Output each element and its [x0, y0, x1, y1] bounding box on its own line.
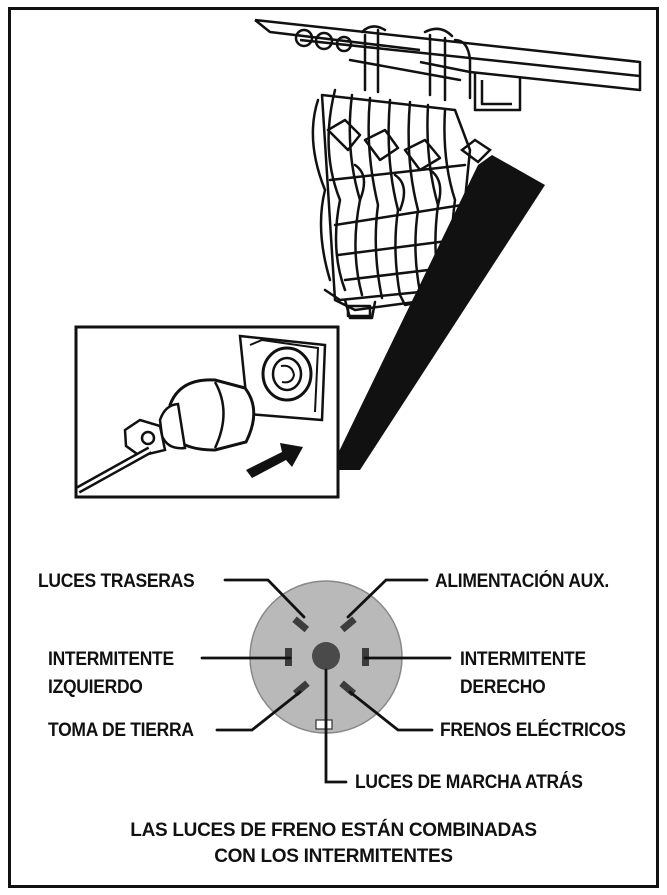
label-intermitente-derecho-line1: INTERMITENTE: [460, 649, 586, 670]
pin-luces-traseras: [292, 616, 310, 633]
detail-inset: [74, 325, 340, 499]
leader-lines: [200, 578, 452, 784]
vehicle-hitch-drawing: [254, 18, 642, 112]
pin-toma-tierra: [292, 680, 310, 697]
seven-pin-round-connector: [249, 580, 403, 734]
label-intermitente-izquierdo-line2: IZQUIERDO: [48, 677, 143, 698]
label-intermitente-izquierdo-line1: INTERMITENTE: [48, 649, 174, 670]
label-intermitente-derecho-line2: DERECHO: [460, 677, 546, 698]
label-frenos-electricos: FRENOS ELÉCTRICOS: [440, 720, 626, 741]
cable-leader: [330, 138, 545, 470]
plug-direction-arrow: [246, 443, 303, 478]
pin-alimentacion-aux: [339, 616, 357, 633]
label-alimentacion-aux: ALIMENTACIÓN AUX.: [435, 571, 609, 592]
label-luces-traseras: LUCES TRASERAS: [38, 571, 195, 592]
caption-line-1: LAS LUCES DE FRENO ESTÁN COMBINADAS: [130, 820, 537, 841]
caption-line-2: CON LOS INTERMITENTES: [214, 846, 453, 867]
label-luces-marcha-atras: LUCES DE MARCHA ATRÁS: [355, 772, 583, 793]
label-toma-de-tierra: TOMA DE TIERRA: [48, 720, 194, 741]
bike-rack-drawing: [311, 25, 472, 320]
